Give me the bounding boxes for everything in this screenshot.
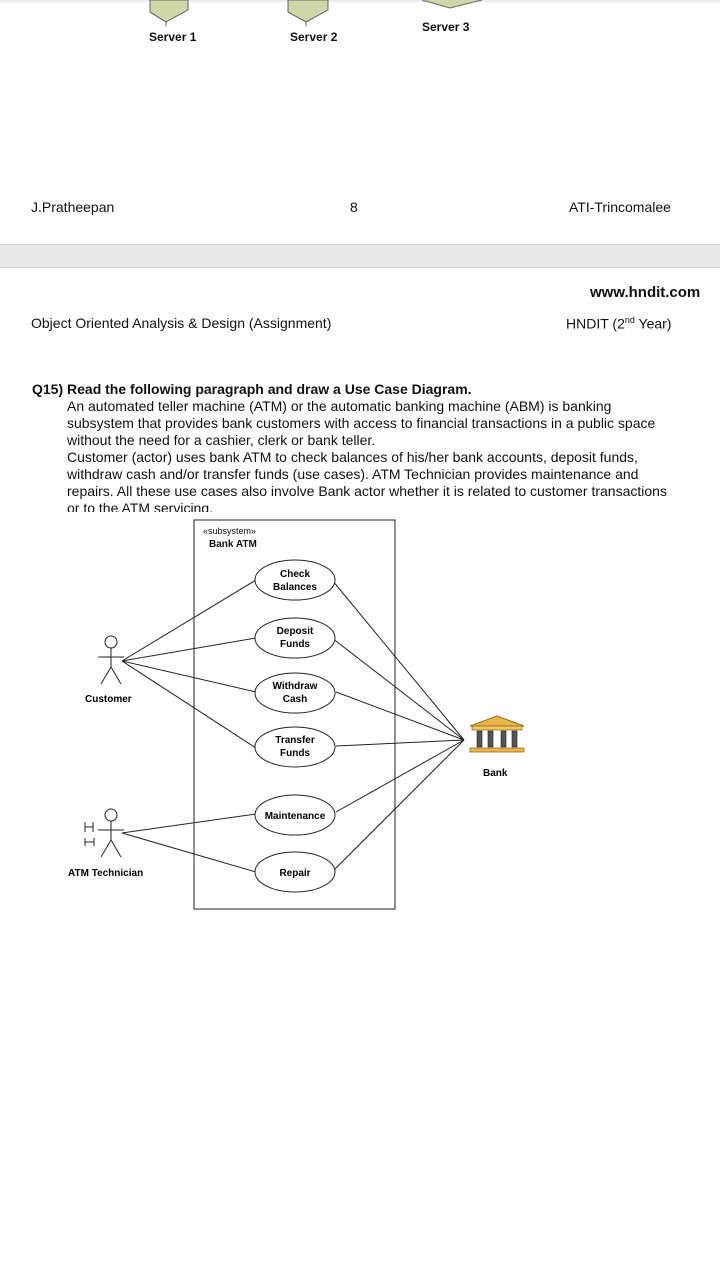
use-case-withdraw-cash-line2: Cash [283,694,307,705]
use-case-deposit-funds: Deposit Funds [254,617,336,659]
header-level-prefix: HNDIT (2 [566,315,625,332]
page-separator [0,244,720,268]
use-case-diagram: «subsystem» Bank ATM Check Balances Depo… [60,512,530,912]
header-level-suffix: Year) [634,315,672,332]
previous-page-edge [0,0,720,2]
bank-building-icon [469,715,525,753]
header-course: Object Oriented Analysis & Design (Assig… [31,315,332,331]
use-case-transfer-funds-line2: Funds [280,748,310,759]
use-case-check-balances-line2: Balances [273,582,317,593]
use-case-maintenance: Maintenance [254,794,336,836]
question-paragraph-2: Customer (actor) uses bank ATM to check … [67,449,667,516]
use-case-repair-label: Repair [279,868,310,879]
use-case-withdraw-cash-line1: Withdraw [273,681,318,692]
header-website: www.hndit.com [590,284,701,301]
use-case-deposit-funds-line2: Funds [280,639,310,650]
use-case-transfer-funds: Transfer Funds [254,726,336,768]
question-body: An automated teller machine (ATM) or the… [67,398,677,517]
header-level: HNDIT (2nd Year) [566,315,671,332]
footer-author: J.Pratheepan [31,199,115,215]
server-3-label: Server 3 [422,20,470,34]
technician-actor-icon [84,808,124,858]
server-1-icon [149,0,189,26]
use-case-check-balances: Check Balances [254,559,336,601]
technician-actor-label: ATM Technician [68,868,143,879]
question-paragraph-1: An automated teller machine (ATM) or the… [67,398,656,448]
server-3-icon [421,0,483,9]
server-icons [149,0,329,26]
associations [121,579,465,873]
server-2-icon [287,0,329,26]
footer-page-number: 8 [350,199,358,215]
use-case-check-balances-line1: Check [280,569,310,580]
use-case-withdraw-cash: Withdraw Cash [254,672,336,714]
use-case-deposit-funds-line1: Deposit [277,626,314,637]
subsystem-name: Bank ATM [209,539,257,550]
header-level-superscript: nd [624,315,635,325]
customer-actor-label: Customer [85,694,132,705]
question-title: Q15) Read the following paragraph and dr… [32,381,472,397]
customer-actor-icon [98,635,124,685]
server-2-label: Server 2 [290,30,338,44]
footer-institute: ATI-Trincomalee [569,199,671,215]
server-1-label: Server 1 [149,30,197,44]
use-case-transfer-funds-line1: Transfer [275,735,315,746]
bank-actor-label: Bank [483,768,508,779]
use-case-maintenance-label: Maintenance [265,811,326,822]
use-case-repair: Repair [254,851,336,893]
subsystem-stereotype: «subsystem» [203,526,256,536]
